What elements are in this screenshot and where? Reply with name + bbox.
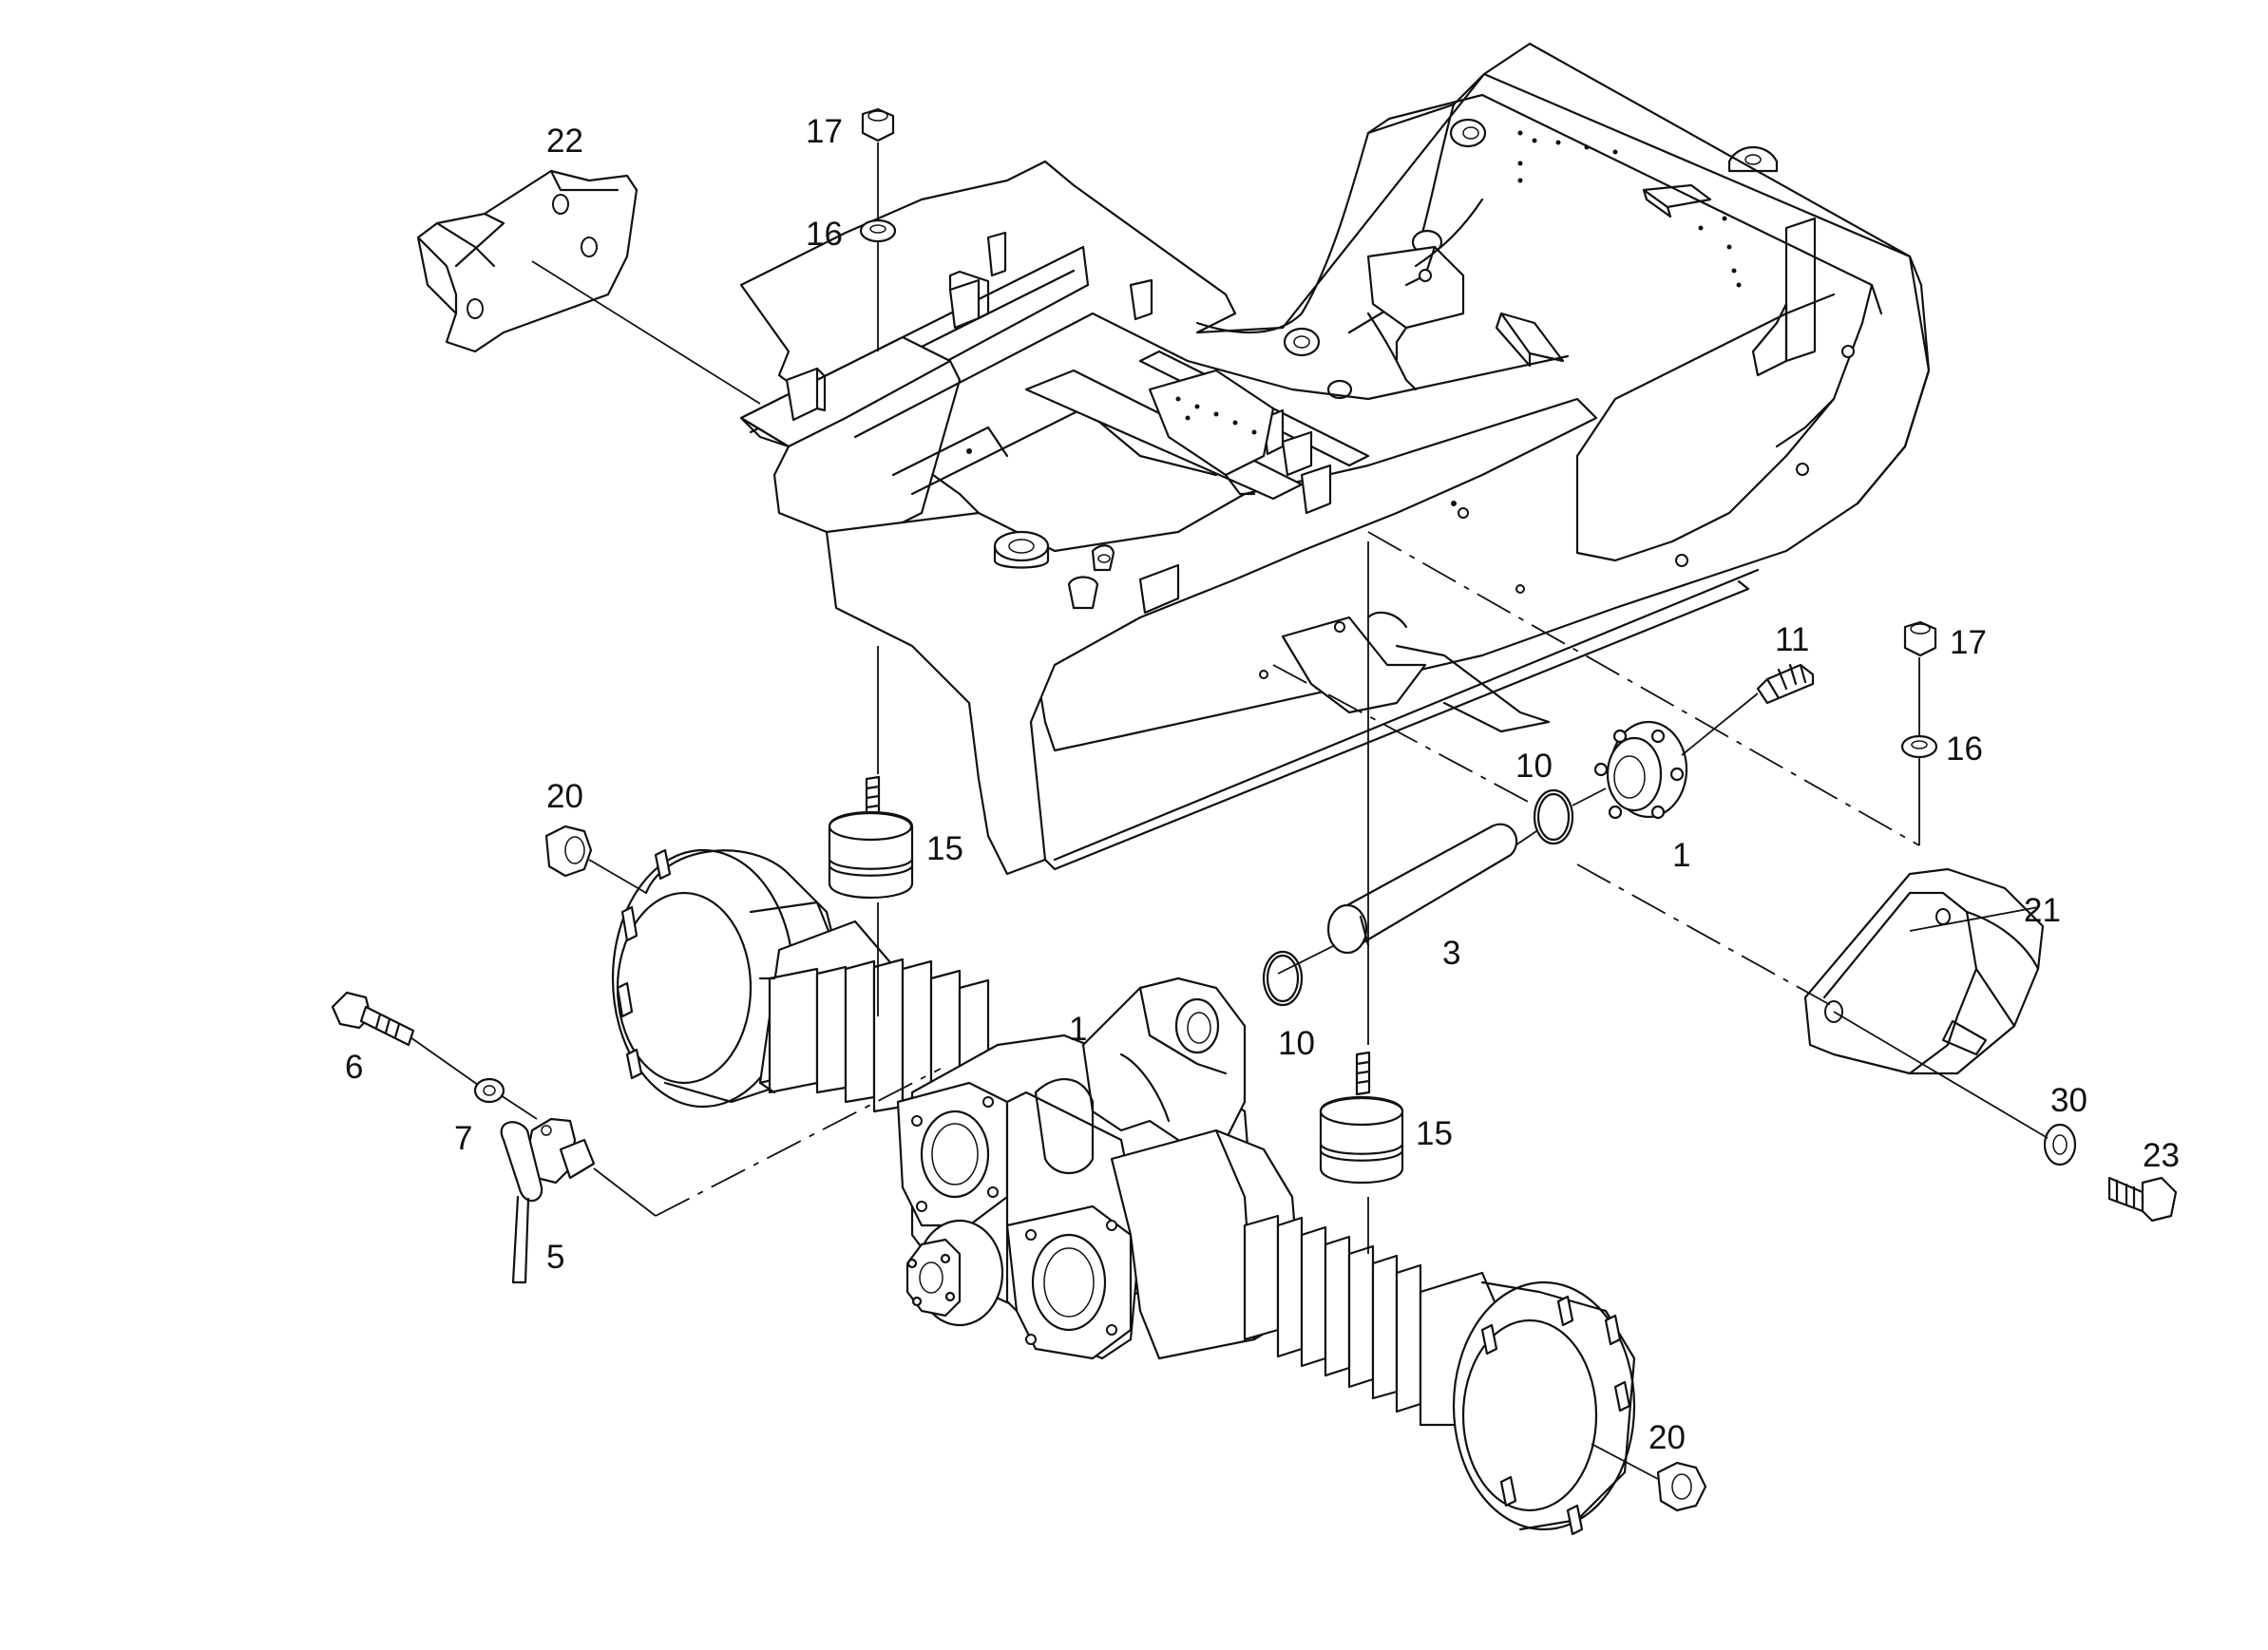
callout-16-top: 16 [806,216,843,253]
washer-7 [473,1077,505,1104]
callout-20-left: 20 [546,778,583,815]
leader-lines [410,142,2049,1480]
hex-nut-17-top [861,107,895,142]
callout-11: 11 [1775,621,1809,658]
retaining-ring-10-right [1533,788,1574,845]
callout-17-right: 17 [1950,624,1987,661]
callout-30: 30 [2050,1082,2087,1119]
washer-16-right [1900,734,1938,759]
callout-21: 21 [2024,892,2061,929]
callout-23: 23 [2143,1137,2180,1174]
bolt-23 [2107,1176,2178,1223]
washer-30 [2043,1123,2077,1166]
grease-fitting-11 [1756,663,1815,705]
washer-16-top [859,218,897,243]
callout-5: 5 [546,1239,564,1276]
rubber-mount-15-right [1319,1051,1404,1185]
callout-20-right: 20 [1649,1419,1686,1456]
rubber-mount-15-left [828,775,914,900]
bearing-flange-1 [1593,720,1688,820]
flange-nut-20-right [1656,1461,1707,1512]
flange-nut-20-left [544,825,593,878]
callout-6: 6 [345,1049,363,1086]
callout-17-top: 17 [806,113,843,150]
callout-15-right: 15 [1416,1115,1453,1152]
pivot-pin-3 [1326,823,1518,955]
callout-16-right: 16 [1946,730,1983,768]
callout-22: 22 [546,123,583,160]
callout-10-left: 10 [1278,1025,1315,1062]
chassis-frame [739,42,1931,876]
hex-nut-17-right [1903,620,1937,657]
callout-1-left: 1 [1069,1011,1087,1048]
callout-3: 3 [1442,935,1460,972]
axle-assembly [611,848,1636,1536]
retaining-ring-10-left [1262,950,1304,1007]
mount-bracket-22 [416,169,638,353]
bolt-6 [331,991,415,1047]
callout-labels: 22 17 16 11 17 16 10 1 21 20 15 3 1 10 6… [345,113,2180,1456]
mount-bracket-21 [1803,867,2045,1075]
callout-7: 7 [454,1120,472,1157]
callout-10-right: 10 [1515,748,1553,785]
callout-15-left: 15 [926,830,963,867]
callout-1-right: 1 [1672,837,1690,874]
speed-sensor-5 [500,1117,596,1284]
